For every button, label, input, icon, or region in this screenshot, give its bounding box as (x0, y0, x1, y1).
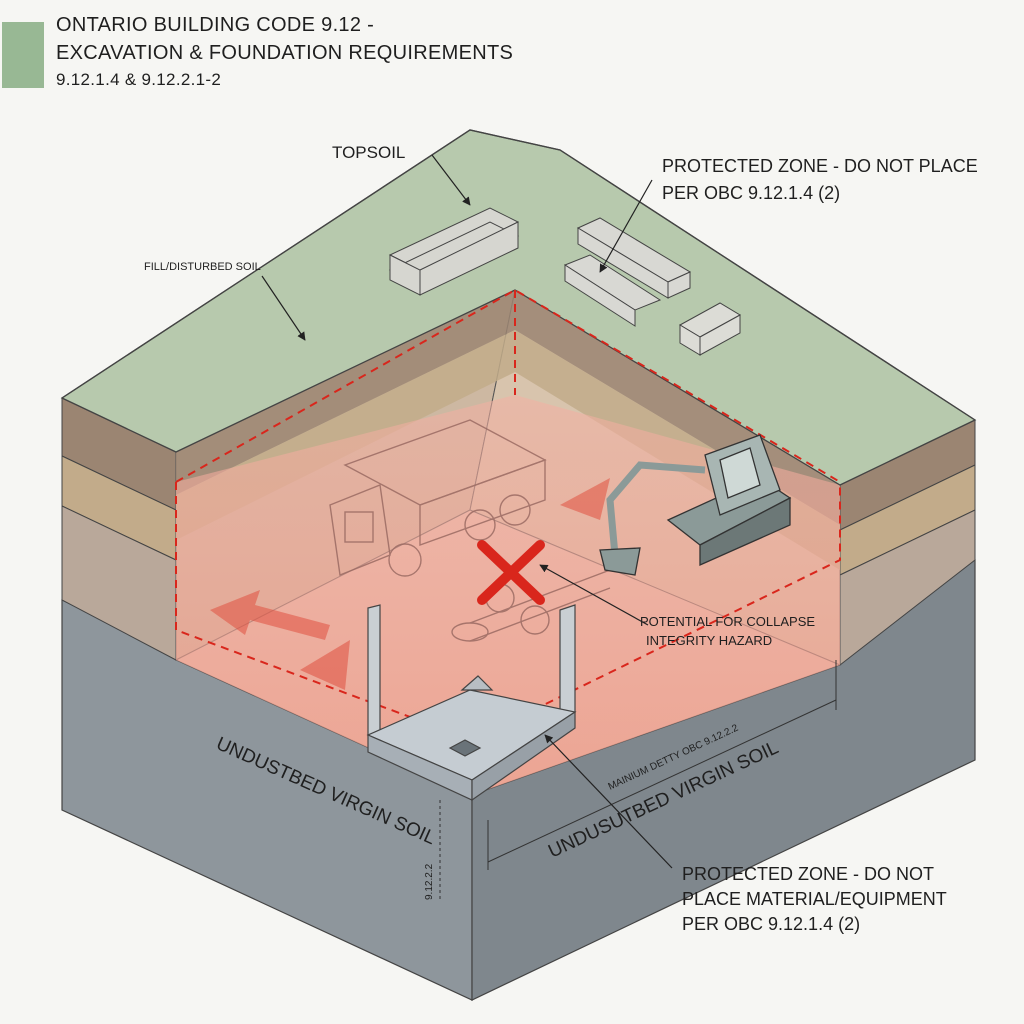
label-collapse-2: INTEGRITY HAZARD (646, 633, 772, 648)
title-line-2: EXCAVATION & FOUNDATION REQUIREMENTS (56, 42, 514, 64)
label-topsoil: TOPSOIL (332, 143, 405, 162)
excavator-icon (599, 434, 792, 576)
dump-truck-icon (329, 419, 547, 577)
lumber-stack-icon (678, 302, 742, 356)
label-collapse-1: POTENTIAL FOR COLLAPSE (640, 614, 815, 629)
protected-zone-shading (176, 395, 840, 795)
label-protected-top-2: PER OBC 9.12.1.4 (2) (662, 183, 840, 203)
label-protected-top-1: PROTECTED ZONE - DO NOT PLACE (662, 156, 978, 176)
label-protected-bottom-1: PROTECTED ZONE - DO NOT (682, 864, 934, 884)
label-protected-bottom-2: PLACE MATERIAL/EQUIPMENT (682, 889, 947, 909)
label-fill-soil: FILL/DISTURBED SOIL (144, 261, 261, 273)
label-protected-bottom-3: PER OBC 9.12.1.4 (2) (682, 914, 860, 934)
pit-floor (174, 395, 842, 796)
title-swatch (2, 22, 44, 88)
x-mark-icon (477, 540, 545, 605)
dimension-lines (439, 660, 837, 900)
lumber-stack-icon (563, 217, 692, 327)
title-line-1: ONTARIO BUILDING CODE 9.12 - (56, 14, 375, 36)
lumber-stack-icon (388, 207, 520, 296)
label-side-dimension: 9.12.2.2 (424, 863, 435, 900)
hazard-arrows (210, 478, 610, 690)
title-line-3: 9.12.1.4 & 9.12.2.1-2 (56, 70, 222, 89)
grass-surface (60, 129, 977, 486)
footing-icon (366, 604, 577, 802)
leader-lines (261, 154, 673, 869)
